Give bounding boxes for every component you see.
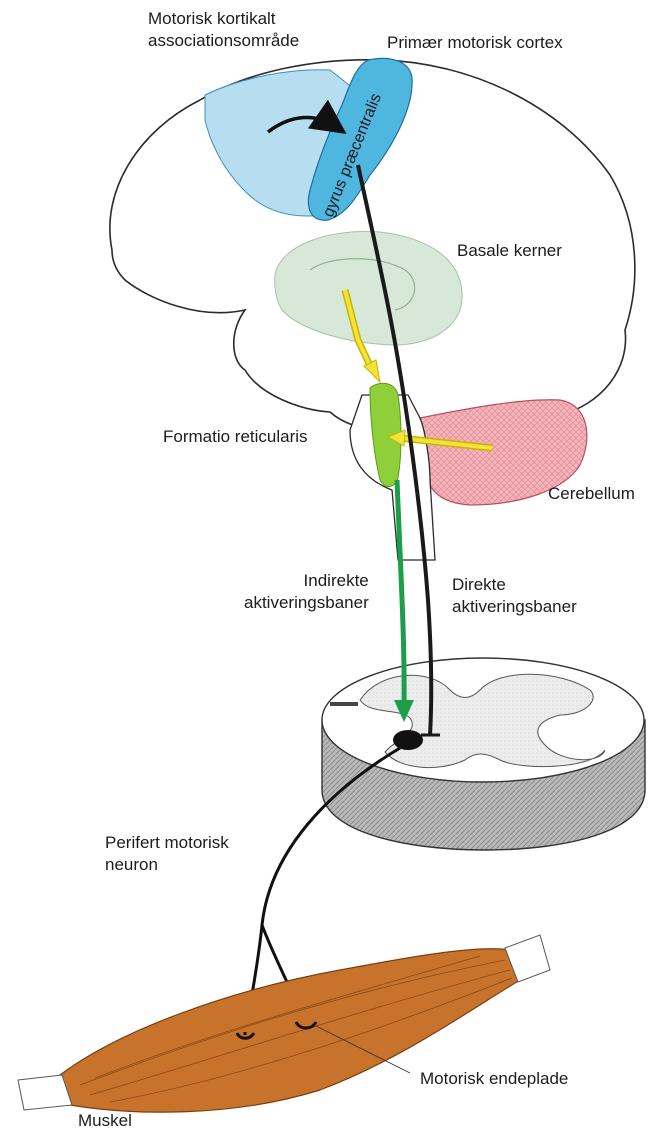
tendon-left — [18, 1075, 72, 1110]
label-reticular-formation: Formatio reticularis — [163, 426, 308, 448]
label-basal-ganglia: Basale kerner — [457, 240, 562, 262]
label-cerebellum: Cerebellum — [548, 483, 635, 505]
label-motor-endplate: Motorisk endeplade — [420, 1068, 568, 1090]
label-direct-pathways: Direkte aktiveringsbaner — [452, 574, 577, 618]
label-primary-motor-cortex: Primær motorisk cortex — [387, 32, 563, 54]
motor-neuron-body — [393, 730, 423, 750]
label-peripheral-neuron: Perifert motorisk neuron — [105, 832, 229, 876]
label-indirect-pathways: Indirekte aktiveringsbaner — [244, 570, 369, 614]
spinal-fissure — [330, 702, 358, 706]
label-muscle: Muskel — [78, 1110, 132, 1132]
label-motor-association: Motorisk kortikalt associationsområde — [148, 8, 299, 52]
